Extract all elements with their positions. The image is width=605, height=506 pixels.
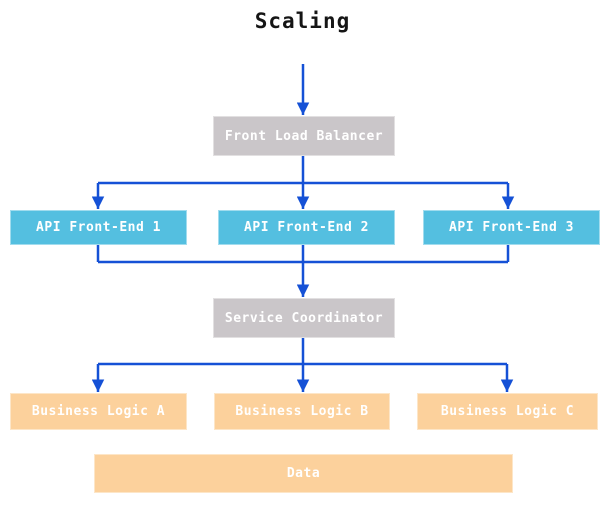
node-service-coordinator-label: Service Coordinator	[224, 310, 384, 326]
node-api-front-end-2-label: API Front-End 2	[244, 220, 369, 235]
node-business-logic-c: Business Logic C	[417, 393, 598, 430]
node-data: Data	[94, 454, 513, 493]
node-data-label: Data	[286, 466, 321, 481]
node-front-load-balancer-label: Front Load Balancer	[224, 128, 384, 144]
node-business-logic-b-label: Business Logic B	[235, 404, 369, 419]
diagram-title: Scaling	[254, 9, 351, 33]
node-api-front-end-3-label: API Front-End 3	[449, 220, 574, 235]
node-business-logic-b: Business Logic B	[214, 393, 390, 430]
node-front-load-balancer: Front Load Balancer	[213, 116, 395, 156]
node-api-front-end-2: API Front-End 2	[218, 210, 395, 245]
node-service-coordinator: Service Coordinator	[213, 298, 395, 338]
node-business-logic-a-label: Business Logic A	[31, 404, 166, 419]
node-business-logic-c-label: Business Logic C	[440, 404, 575, 419]
node-api-front-end-3: API Front-End 3	[423, 210, 600, 245]
node-api-front-end-1: API Front-End 1	[10, 210, 187, 245]
node-api-front-end-1-label: API Front-End 1	[36, 220, 161, 235]
node-business-logic-a: Business Logic A	[10, 393, 187, 430]
